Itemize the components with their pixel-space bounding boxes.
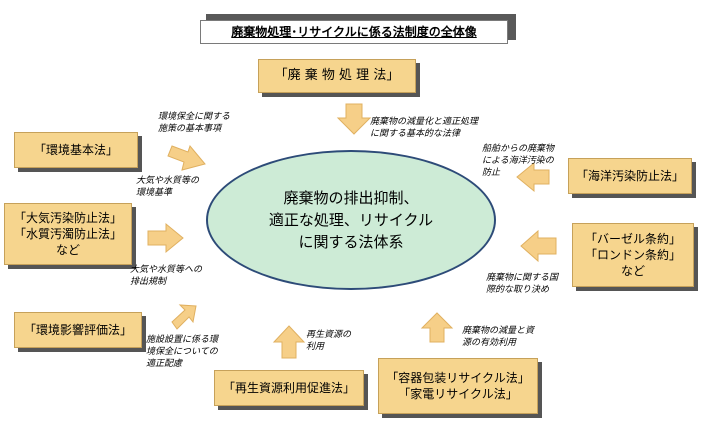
intl-note: 廃棄物に関する国 際的な取り決め	[486, 273, 559, 295]
eia-law-box: 「環境影響評価法」	[14, 312, 142, 348]
waste-law-box: 「廃 棄 物 処 理 法」	[258, 59, 416, 93]
reduce-use-note: 廃棄物の減量と資 源の有効利用	[462, 326, 535, 348]
recycle-use-note: 再生資源の 利用	[306, 330, 352, 352]
arrow-container-appliance	[420, 312, 454, 343]
recycle-promo-law-box: 「再生資源利用促進法」	[214, 370, 364, 406]
pollution-laws-box: 「大気汚染防止法」 「水質汚濁防止法」 など	[4, 203, 132, 265]
marine-law-box: 「海洋汚染防止法」	[568, 158, 692, 194]
env-standards-note: 大気や水質等の 環境基準	[136, 176, 200, 198]
emission-reg-note: 大気や水質等への 排出規制	[130, 265, 203, 287]
arrow-env-basic-law	[167, 144, 206, 171]
basel-london-box: 「バーゼル条約」 「ロンドン条約」 など	[572, 223, 694, 287]
arrow-down-waste-law	[336, 103, 372, 135]
center-ellipse: 廃棄物の排出抑制、 適正な処理、リサイクル に関する法体系	[206, 150, 496, 290]
arrow-recycle-promo	[272, 325, 306, 359]
arrow-basel-london	[520, 229, 557, 263]
arrow-marine-law	[516, 161, 550, 193]
arrow-pollution-laws	[147, 222, 184, 254]
waste-law-note: 廃棄物の減量化と適正処理 に関する基本的な法律	[370, 117, 479, 139]
arrow-eia-law	[171, 304, 197, 330]
env-basic-law-box: 「環境基本法」	[14, 132, 138, 168]
env-basic-note: 環境保全に関する 施策の基本事項	[158, 112, 231, 134]
diagram-title: 廃棄物処理･リサイクルに係る法制度の全体像	[200, 20, 508, 44]
marine-note: 船舶からの廃棄物 による海洋汚染の 防止	[482, 144, 555, 178]
facility-note: 施設設置に係る環 境保全についての 適正配慮	[146, 335, 219, 369]
container-appliance-law-box: 「容器包装リサイクル法」 「家電リサイクル法」	[378, 358, 538, 414]
